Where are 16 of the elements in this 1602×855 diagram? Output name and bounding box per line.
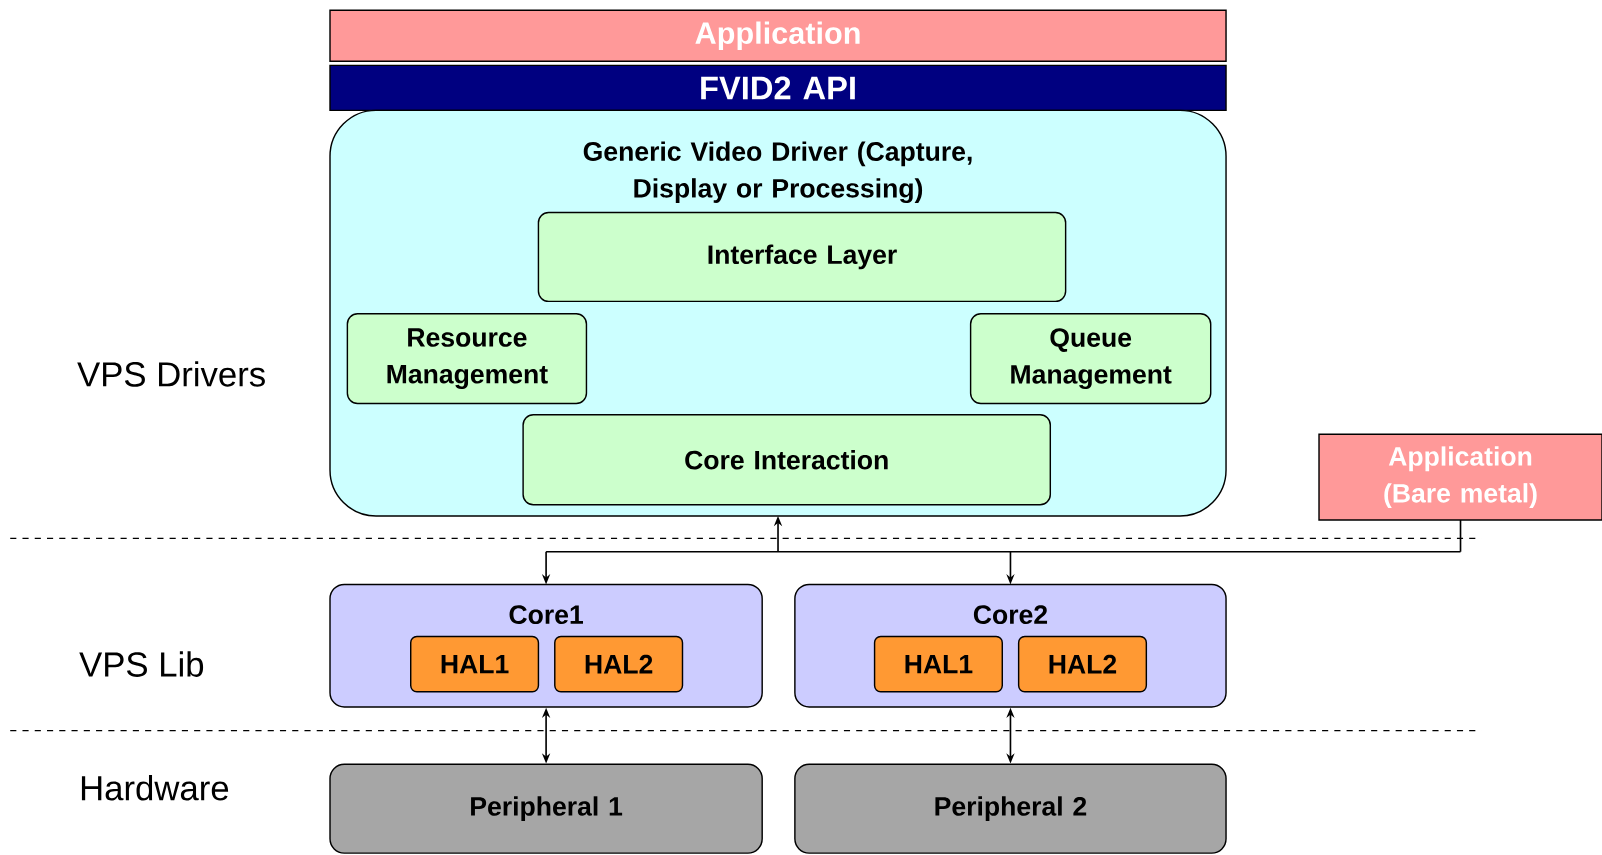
hal-box: HAL1 bbox=[873, 635, 1003, 693]
layer-label: Hardware bbox=[81, 774, 229, 801]
peripheral-box: Peripheral 1 bbox=[329, 763, 763, 854]
hal-box: HAL2 bbox=[1017, 635, 1148, 693]
layer-box: Interface Layer bbox=[537, 211, 1067, 303]
hal-box: HAL1 bbox=[410, 635, 540, 693]
peripheral-box: Peripheral 2 bbox=[794, 763, 1227, 854]
hal-box: HAL2 bbox=[554, 635, 684, 693]
banner-bar: Application bbox=[329, 9, 1227, 62]
layer-label: VPS Lib bbox=[79, 651, 204, 677]
layer-label: VPS Drivers bbox=[77, 361, 265, 387]
application-box: Application (Bare metal) bbox=[1318, 433, 1602, 521]
layer-box: Queue Management bbox=[969, 312, 1212, 405]
layer-box: Resource Management bbox=[346, 312, 588, 405]
layer-box: Core Interaction bbox=[522, 414, 1051, 506]
banner-bar: FVID2 API bbox=[329, 64, 1227, 111]
